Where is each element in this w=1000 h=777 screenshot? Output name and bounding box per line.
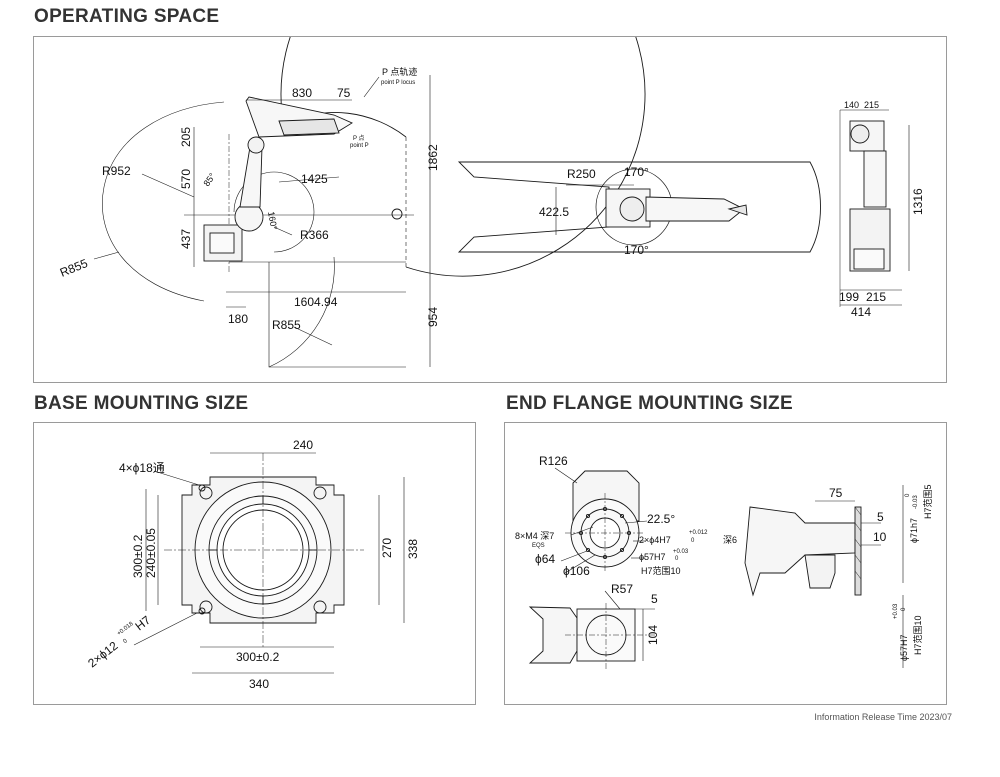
title-end-flange: END FLANGE MOUNTING SIZE xyxy=(506,393,793,414)
flange-d57-tol-up: +0.03 xyxy=(673,549,689,555)
flange-side-view xyxy=(744,485,904,668)
operating-space-panel: 830 75 205 570 437 R952 R855 1425 R366 1… xyxy=(33,36,947,383)
dim-422: 422.5 xyxy=(539,205,569,219)
flange-d57h7: ϕ57H7 xyxy=(639,552,666,562)
dim-570: 570 xyxy=(179,169,193,189)
base-mounting-panel: 240 4×ϕ18通 300±0.2 240±0.05 270 338 300±… xyxy=(33,422,476,705)
flange-d71-tol-down: -0.03 xyxy=(913,495,919,509)
flange-pin-2x4h7: 2×ϕ4H7 xyxy=(639,535,671,545)
angle-170-bottom: 170° xyxy=(624,243,649,257)
base-pin-fit: H7 xyxy=(133,613,154,634)
flange-bottom-view xyxy=(528,590,655,671)
p-locus-en: point P locus xyxy=(381,80,415,86)
dim-1425: 1425 xyxy=(301,172,328,186)
base-holes-4x18: 4×ϕ18通 xyxy=(119,461,165,475)
flange-dim-5: 5 xyxy=(877,510,884,524)
flange-dim-10: 10 xyxy=(873,530,887,544)
flange-r57: R57 xyxy=(611,582,633,596)
base-mounting-drawing: 240 4×ϕ18通 300±0.2 240±0.05 270 338 300±… xyxy=(85,438,420,691)
angle-170-top: 170° xyxy=(624,165,649,179)
dim-830: 830 xyxy=(292,86,312,100)
dim-1604: 1604.94 xyxy=(294,295,338,309)
flange-eqs: EQS xyxy=(532,543,545,549)
dim-215-top: 215 xyxy=(864,100,879,110)
base-dim-270: 270 xyxy=(380,538,394,558)
dim-140: 140 xyxy=(844,100,859,110)
p-point-cn: P 点 xyxy=(353,134,365,142)
base-pin-2x12: 2×ϕ12 xyxy=(85,638,120,670)
flange-d57v-tol-down: 0 xyxy=(901,607,907,611)
flange-d57-tol-down: 0 xyxy=(675,556,679,562)
flange-pin-depth: 深6 xyxy=(723,535,737,545)
base-dim-240-top: 240 xyxy=(293,438,313,452)
dim-r366: R366 xyxy=(300,228,329,242)
dim-r250: R250 xyxy=(567,167,596,181)
angle-160: 160° xyxy=(266,211,279,231)
title-operating-space: OPERATING SPACE xyxy=(34,6,220,27)
flange-pin-tol-up: +0.012 xyxy=(689,530,708,536)
flange-h7-range-5: H7范围5 xyxy=(922,484,933,519)
dim-180: 180 xyxy=(228,312,248,326)
dim-199: 199 xyxy=(839,290,859,304)
flange-d71-tol-up: 0 xyxy=(905,493,911,497)
flange-d71h7: ϕ71h7 xyxy=(909,518,919,543)
end-flange-panel: R126 8×M4 深7 EQS ϕ64 ϕ106 22.5° 2×ϕ4H7 +… xyxy=(504,422,947,705)
base-plate xyxy=(164,453,364,647)
flange-pin-tol-down: 0 xyxy=(691,538,695,544)
dim-437: 437 xyxy=(179,229,193,249)
end-flange-drawing: R126 8×M4 深7 EQS ϕ64 ϕ106 22.5° 2×ϕ4H7 +… xyxy=(515,454,933,671)
flange-dim-5-bottom: 5 xyxy=(651,592,658,606)
base-pin-tol-down: 0 xyxy=(122,638,129,645)
flange-dim-75: 75 xyxy=(829,486,843,500)
dim-1316: 1316 xyxy=(911,188,925,215)
flange-front-view xyxy=(554,467,648,574)
operating-space-drawing: 830 75 205 570 437 R952 R855 1425 R366 1… xyxy=(58,37,925,368)
flange-r126: R126 xyxy=(539,454,568,468)
dim-r855-left: R855 xyxy=(58,256,90,280)
base-dim-340: 340 xyxy=(249,677,269,691)
top-view xyxy=(457,161,821,253)
title-base-mounting: BASE MOUNTING SIZE xyxy=(34,393,249,414)
dim-205: 205 xyxy=(179,127,193,147)
dim-r855-bottom: R855 xyxy=(272,318,301,332)
flange-d64: ϕ64 xyxy=(535,552,555,566)
side-view xyxy=(93,37,646,368)
front-view xyxy=(839,109,910,307)
flange-dim-104: 104 xyxy=(646,625,660,645)
release-time: Information Release Time 2023/07 xyxy=(814,712,952,722)
flange-h7-range-10: H7范围10 xyxy=(641,565,681,576)
dim-1862: 1862 xyxy=(426,144,440,171)
flange-h7-range-10-vertical: H7范围10 xyxy=(912,615,923,655)
base-dim-300-vertical: 300±0.2 xyxy=(131,534,145,578)
flange-8xm4: 8×M4 深7 xyxy=(515,531,554,541)
dim-414: 414 xyxy=(851,305,871,319)
base-dim-240-vertical: 240±0.05 xyxy=(144,528,158,578)
base-dim-300-horizontal: 300±0.2 xyxy=(236,650,280,664)
flange-d106: ϕ106 xyxy=(563,564,590,578)
angle-85: 85° xyxy=(201,171,217,188)
dim-215-bottom: 215 xyxy=(866,290,886,304)
flange-angle-22-5: 22.5° xyxy=(647,512,675,526)
base-dim-338: 338 xyxy=(406,539,420,559)
dim-r952: R952 xyxy=(102,164,131,178)
dim-75: 75 xyxy=(337,86,351,100)
flange-d57v-tol-up: +0.03 xyxy=(893,603,899,619)
p-point-en: point P xyxy=(350,143,369,149)
flange-d57h7-vertical: ϕ57H7 xyxy=(899,634,909,661)
p-locus-cn: P 点轨迹 xyxy=(382,66,417,77)
dim-954: 954 xyxy=(426,307,440,327)
